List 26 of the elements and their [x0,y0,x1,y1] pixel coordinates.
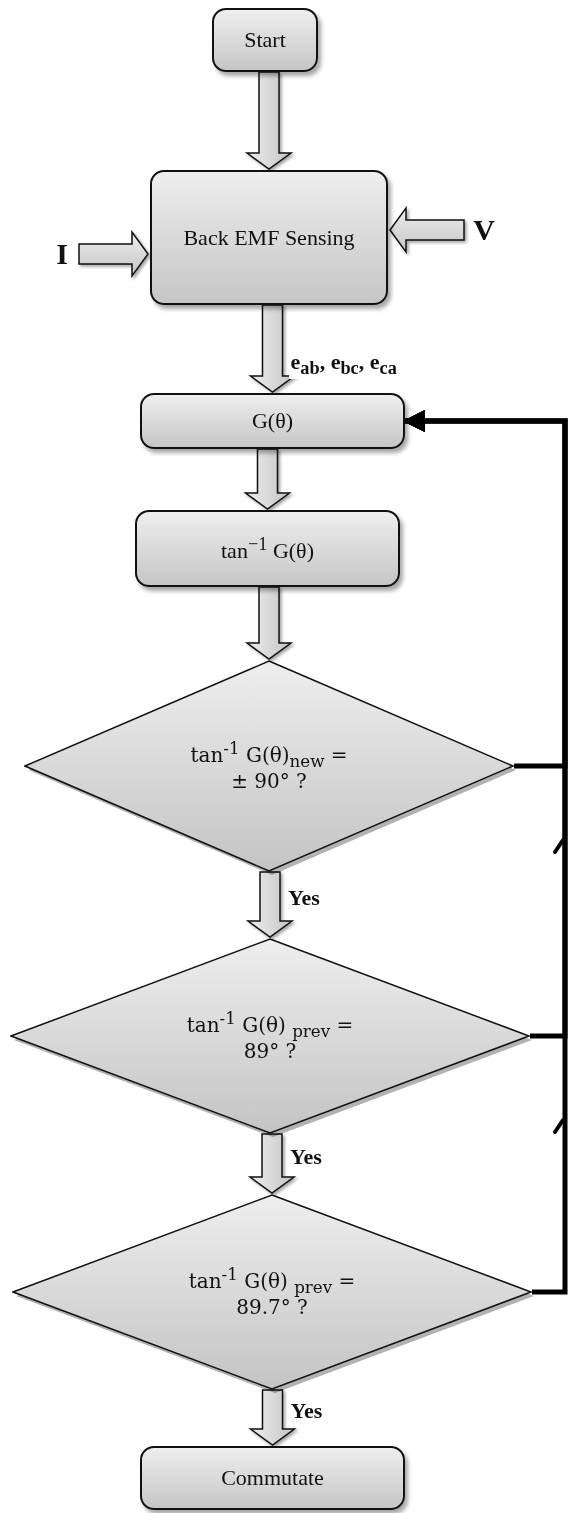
box-label: G(θ) [251,408,294,434]
box-label: Commutate [221,1465,324,1491]
decision-diamond [12,1194,532,1390]
block-arrow [243,448,292,510]
terminal-box [140,1446,405,1510]
condition-text: tan$^{-1}$ G(θ) $_{prev}$ = 89.7° ? [187,1264,357,1320]
process-box [135,510,400,587]
input-label: I [56,236,68,272]
block-arrow [248,1389,297,1446]
process-box [140,393,405,449]
block-arrow [247,1133,297,1194]
box-label: Start [244,27,286,53]
block-arrow [244,586,294,660]
box-label: tan$^{−1}$ G(θ) [221,533,314,564]
block-arrow [244,71,294,170]
decision-diamond [24,660,514,872]
block-arrow [245,871,295,938]
box-label: Back EMF Sensing [183,224,355,251]
block-arrow [389,205,465,255]
condition-text: tan$^{-1}$ G(θ)$_{new}$ = ± 90° ? [189,738,349,794]
terminal-box [212,8,318,72]
block-arrow [78,229,149,279]
input-label: V [473,212,495,248]
process-box [150,170,388,305]
condition-text: tan$^{-1}$ G(θ) $_{prev}$ = 89° ? [185,1008,355,1064]
decision-diamond [10,938,530,1134]
